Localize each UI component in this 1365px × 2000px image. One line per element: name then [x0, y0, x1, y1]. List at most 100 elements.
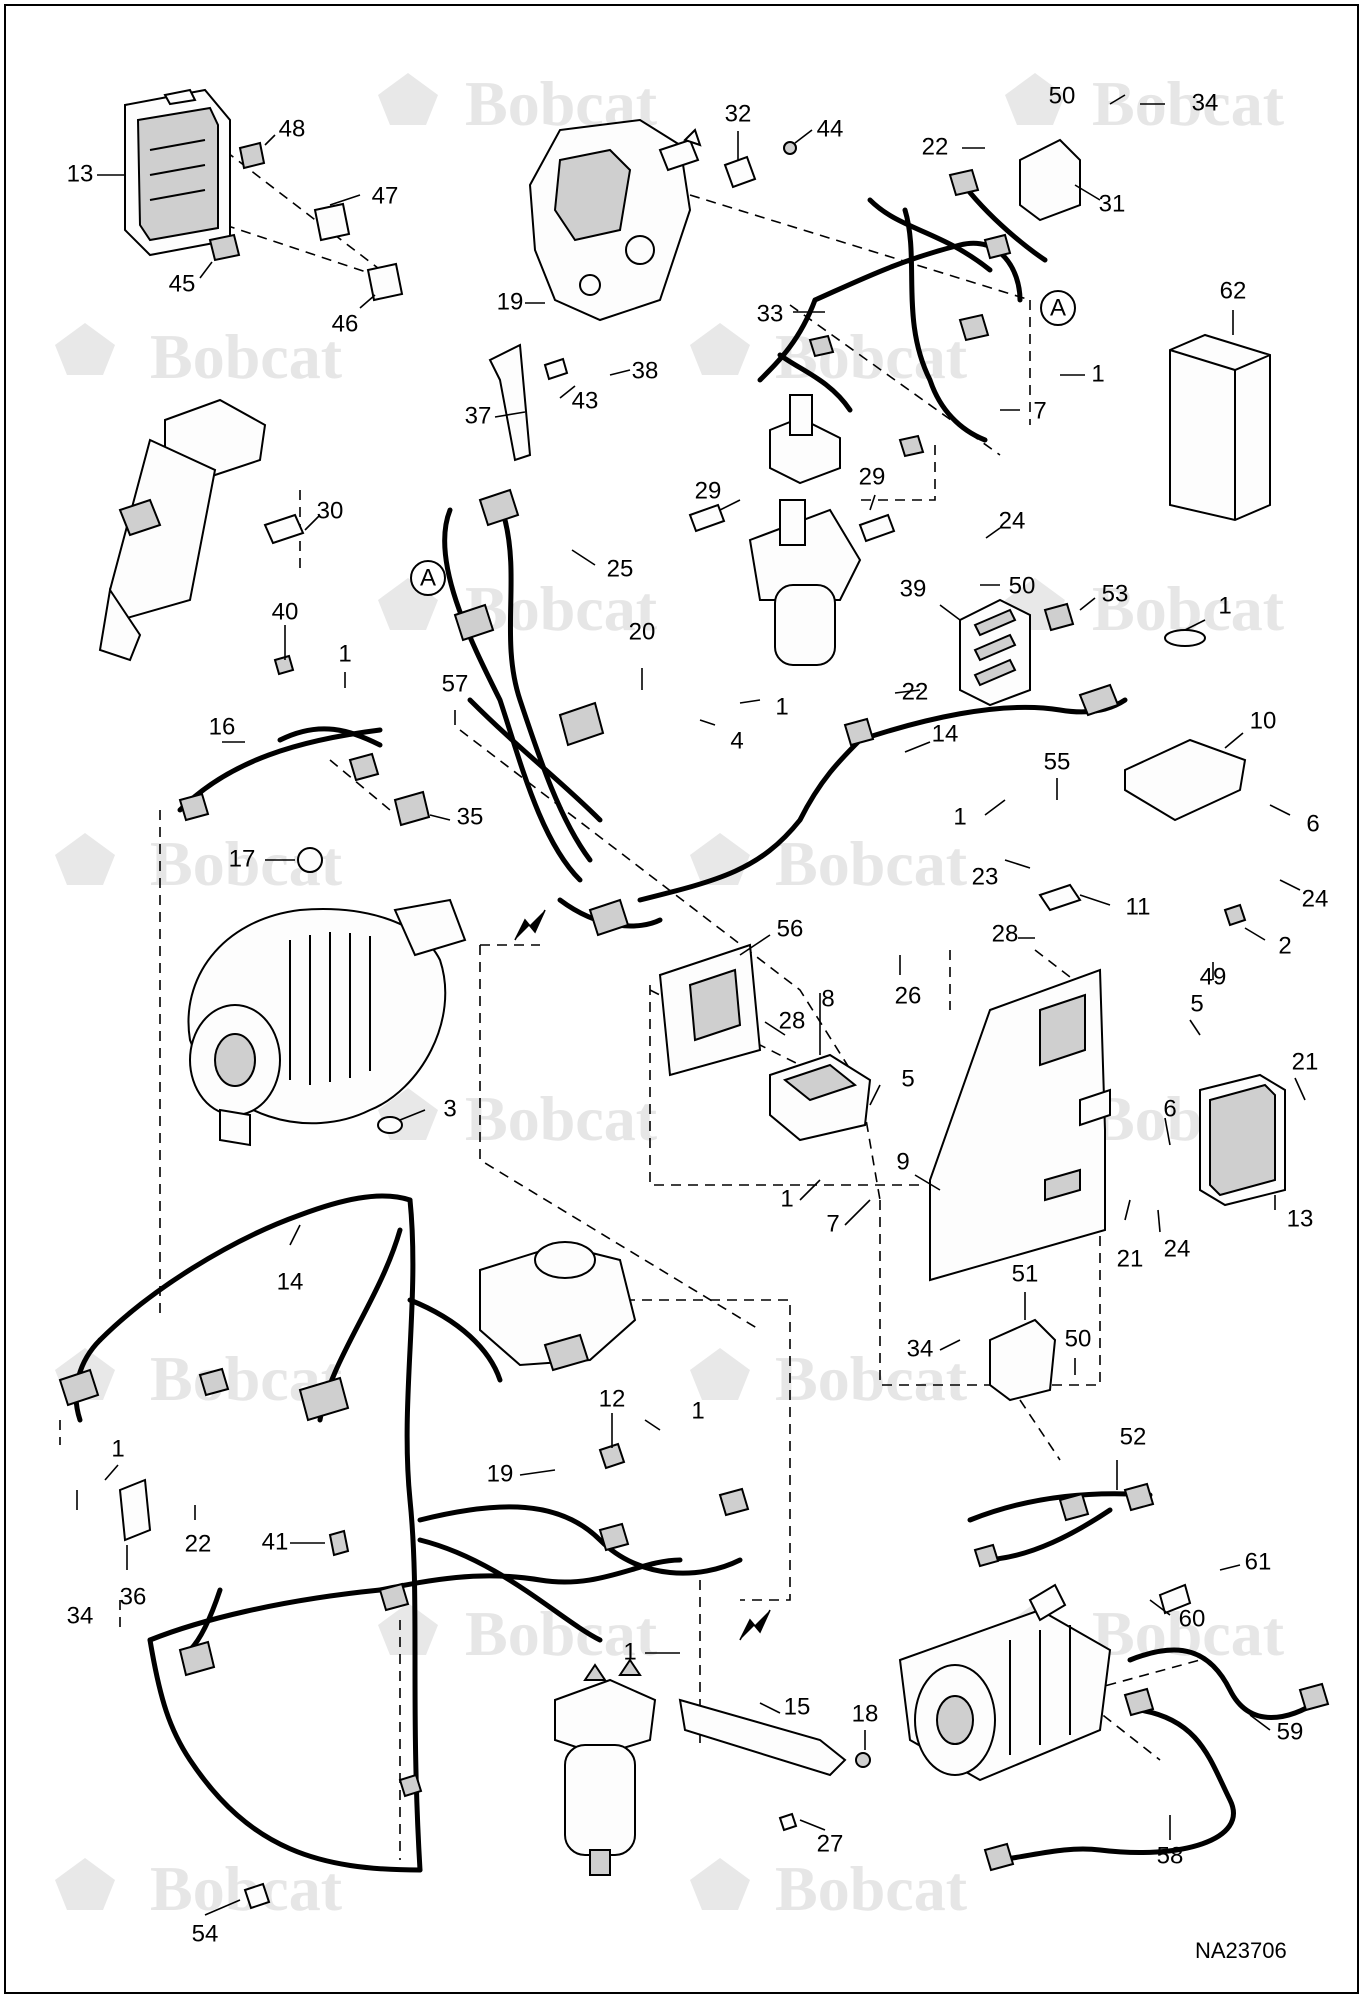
part-9-mounting-plate — [929, 968, 1111, 1282]
callout-33: 33 — [757, 300, 784, 327]
callout-22: 22 — [922, 133, 949, 160]
callout-13: 13 — [67, 160, 94, 187]
part-43-clip — [543, 357, 569, 381]
callout-52: 52 — [1120, 1423, 1147, 1450]
callout-35: 35 — [457, 803, 484, 830]
dash-line — [789, 304, 1001, 456]
callout-22: 22 — [902, 678, 929, 705]
part-62-kit-box — [1169, 333, 1271, 522]
watermark: Bobcat — [690, 1343, 968, 1414]
watermark-logo-icon — [690, 1858, 750, 1910]
part-35-connector — [393, 790, 431, 827]
part-48-relay — [238, 141, 266, 170]
callout-1: 1 — [338, 640, 351, 667]
reference-marker-a — [410, 560, 446, 596]
callout-45: 45 — [169, 270, 196, 297]
part-51-bracket — [989, 1318, 1057, 1402]
part-13-controller-top — [124, 88, 231, 257]
callout-1: 1 — [1218, 592, 1231, 619]
watermark-text: Bobcat — [1092, 68, 1285, 139]
part-1-clamp — [1164, 629, 1206, 647]
callout-25: 25 — [607, 555, 634, 582]
part-16-harness — [177, 726, 383, 822]
callout-13: 13 — [1287, 1205, 1314, 1232]
watermark: Bobcat — [378, 1083, 658, 1154]
dash-line — [459, 729, 881, 1201]
watermark-text: Bobcat — [465, 1598, 658, 1669]
callout-24: 24 — [1302, 885, 1329, 912]
callout-49: 49 — [1200, 963, 1227, 990]
callout-28: 28 — [779, 1007, 806, 1034]
watermark-logo-icon — [55, 1858, 115, 1910]
callout-9: 9 — [896, 1148, 909, 1175]
callout-54: 54 — [192, 1920, 219, 1947]
part-31-bracket — [1019, 138, 1081, 222]
callout-22: 22 — [185, 1530, 212, 1557]
callout-50: 50 — [1049, 82, 1076, 109]
callout-6: 6 — [1163, 1095, 1176, 1122]
callout-14: 14 — [277, 1268, 304, 1295]
part-33-harness: A — [757, 168, 1076, 458]
part-2-clip — [1223, 903, 1247, 927]
part-11-bracket — [1038, 883, 1082, 912]
part-17-sensor — [297, 847, 323, 873]
reference-marker-label: A — [420, 564, 436, 591]
callout-27: 27 — [817, 1830, 844, 1857]
callout-46: 46 — [332, 310, 359, 337]
callout-21: 21 — [1292, 1048, 1319, 1075]
part-15-plate — [678, 1698, 847, 1777]
dash-line — [184, 119, 401, 286]
part-46-relay — [366, 262, 404, 302]
part-10-cover — [1124, 738, 1247, 822]
part-18-nut — [855, 1752, 871, 1768]
callout-51: 51 — [1012, 1260, 1039, 1287]
hydraulic-valve-block — [528, 118, 702, 322]
callout-12: 12 — [599, 1385, 626, 1412]
filter-head-valve — [748, 499, 862, 666]
callout-36: 36 — [120, 1583, 147, 1610]
callout-6: 6 — [1306, 810, 1319, 837]
callout-1: 1 — [1091, 360, 1104, 387]
callout-3: 3 — [443, 1095, 456, 1122]
watermark-text: Bobcat — [775, 828, 968, 899]
aftertreatment-assembly — [898, 1583, 1112, 1782]
part-36-bracket — [118, 1478, 152, 1542]
callout-24: 24 — [1164, 1235, 1191, 1262]
callout-1: 1 — [780, 1185, 793, 1212]
watermark: Bobcat — [378, 573, 658, 644]
callout-15: 15 — [784, 1693, 811, 1720]
watermark-logo-icon — [690, 323, 750, 375]
callout-56: 56 — [777, 915, 804, 942]
watermark-text: Bobcat — [775, 1853, 968, 1924]
part-39-terminal-block — [959, 598, 1031, 707]
watermark-logo-icon — [378, 1603, 438, 1655]
callout-40: 40 — [272, 598, 299, 625]
part-56-cover — [658, 943, 762, 1077]
part-53-connector — [1043, 602, 1075, 632]
callout-61: 61 — [1245, 1548, 1272, 1575]
callout-1: 1 — [111, 1435, 124, 1462]
callout-1: 1 — [623, 1638, 636, 1665]
callout-34: 34 — [907, 1335, 934, 1362]
watermark-logo-icon — [55, 833, 115, 885]
part-52-harness — [967, 1482, 1155, 1568]
callout-59: 59 — [1277, 1718, 1304, 1745]
part-45-relay — [208, 233, 241, 262]
callout-5: 5 — [1190, 990, 1203, 1017]
reference-marker-a — [1040, 290, 1076, 326]
callout-48: 48 — [279, 115, 306, 142]
dash-line — [479, 945, 761, 1331]
watermark-text: Bobcat — [465, 573, 658, 644]
callout-20: 20 — [629, 618, 656, 645]
callout-32: 32 — [725, 100, 752, 127]
drawing-code: NA23706 — [1195, 1938, 1287, 1963]
callout-17: 17 — [229, 845, 256, 872]
part-14-main-harness: A — [410, 488, 1128, 941]
callout-1: 1 — [953, 803, 966, 830]
callout-7: 7 — [826, 1210, 839, 1237]
part-40-clip — [273, 654, 295, 676]
dash-line — [1019, 1399, 1061, 1461]
callout-29: 29 — [695, 477, 722, 504]
